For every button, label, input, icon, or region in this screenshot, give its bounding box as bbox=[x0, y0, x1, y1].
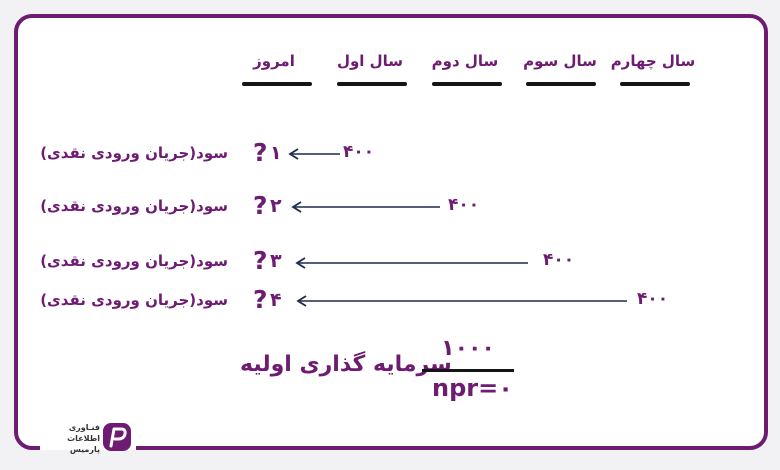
profit-label: سود(جریان ورودی نقدی) bbox=[40, 291, 228, 309]
col-underline-year4 bbox=[620, 82, 690, 86]
col-label-today: امروز bbox=[253, 52, 295, 70]
cash-flow-value: ۴۰۰ bbox=[448, 195, 480, 215]
col-label-year3: سال سوم bbox=[523, 52, 597, 70]
question-mark: ? bbox=[253, 285, 268, 314]
cash-flow-row-4: سود(جریان ورودی نقدی) ? ۴ ۴۰۰ bbox=[0, 285, 780, 325]
frame-gap bbox=[40, 440, 136, 450]
col-underline-year1 bbox=[337, 82, 407, 86]
col-label-year1: سال اول bbox=[336, 52, 404, 70]
logo-mark-icon bbox=[103, 423, 131, 451]
logo-line-3: پارمیس bbox=[69, 445, 100, 454]
question-mark: ? bbox=[253, 246, 268, 275]
cash-flow-row-2: سود(جریان ورودی نقدی) ? ۲ ۴۰۰ bbox=[0, 191, 780, 231]
period-index: ۳ bbox=[270, 250, 282, 272]
col-underline-year3 bbox=[526, 82, 596, 86]
cash-flow-value: ۴۰۰ bbox=[637, 289, 669, 309]
cash-flow-value: ۴۰۰ bbox=[343, 142, 375, 162]
logo-line-2: اطلاعات bbox=[67, 434, 100, 443]
initial-investment-label: سرمایه گذاری اولیه bbox=[240, 352, 452, 377]
formula-numerator: ۱۰۰۰ bbox=[441, 336, 495, 361]
period-index: ۴ bbox=[270, 289, 282, 311]
question-mark: ? bbox=[253, 138, 268, 167]
col-underline-year2 bbox=[432, 82, 502, 86]
profit-label: سود(جریان ورودی نقدی) bbox=[40, 197, 228, 215]
arrow-left-icon bbox=[295, 257, 528, 269]
col-label-year2: سال دوم bbox=[431, 52, 499, 70]
cash-flow-row-3: سود(جریان ورودی نقدی) ? ۳ ۴۰۰ bbox=[0, 246, 780, 286]
question-mark: ? bbox=[253, 191, 268, 220]
col-underline-today bbox=[242, 82, 312, 86]
profit-label: سود(جریان ورودی نقدی) bbox=[40, 144, 228, 162]
formula-denominator: npr=۰ bbox=[432, 374, 513, 402]
diagram-frame bbox=[14, 14, 768, 450]
profit-label: سود(جریان ورودی نقدی) bbox=[40, 252, 228, 270]
fraction-bar bbox=[422, 369, 514, 372]
col-label-year4: سال چهارم bbox=[610, 52, 696, 70]
arrow-left-icon bbox=[296, 295, 627, 307]
arrow-left-icon bbox=[288, 148, 340, 160]
period-index: ۲ bbox=[270, 195, 282, 217]
period-index: ۱ bbox=[270, 142, 282, 164]
arrow-left-icon bbox=[291, 201, 440, 213]
cash-flow-row-1: سود(جریان ورودی نقدی) ? ۱ ۴۰۰ bbox=[0, 138, 780, 178]
logo-line-1: فنـاوری bbox=[68, 423, 100, 432]
cash-flow-value: ۴۰۰ bbox=[543, 250, 575, 270]
logo-text: فنـاوری اطلاعات پارمیس bbox=[58, 422, 100, 455]
